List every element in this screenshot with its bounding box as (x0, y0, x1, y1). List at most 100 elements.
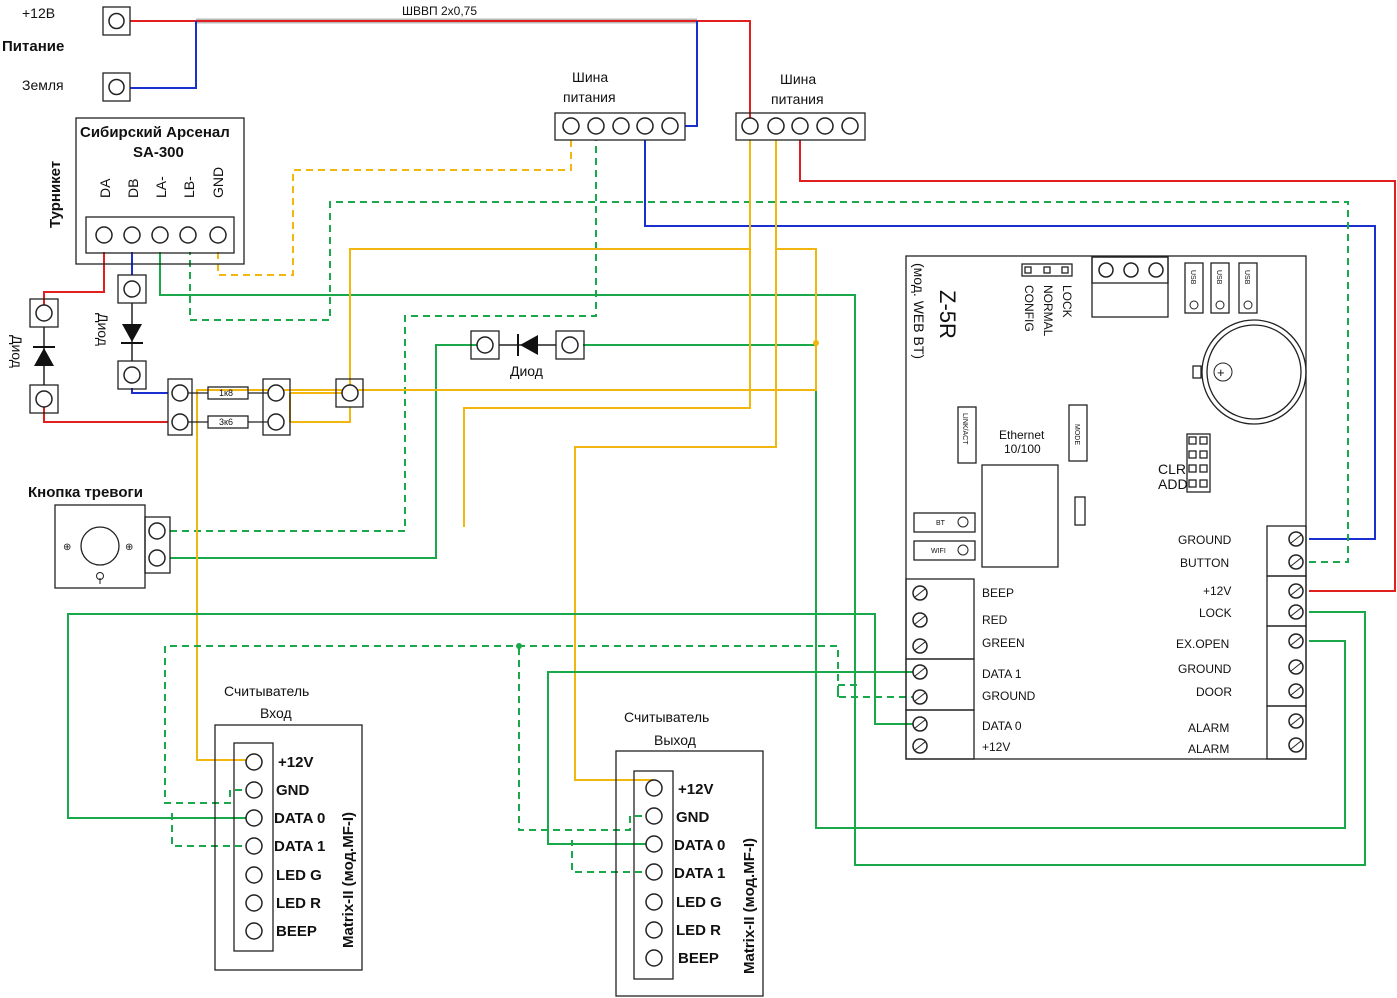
wire-db-b (131, 388, 168, 394)
busbar-right-body (735, 112, 866, 141)
wifi-label: WIFI (931, 548, 946, 555)
wire-out-data0 (547, 671, 920, 845)
term-ground-r1: GROUND (1178, 533, 1232, 547)
busbar-left-label-1: Шина (572, 69, 608, 85)
pin-la: LA- (153, 176, 169, 198)
pin-db: DB (125, 179, 141, 198)
controller-model: (мод. WEB BT) (911, 263, 927, 359)
wire-res-bottom (290, 407, 351, 423)
reader-in-pin-gnd: GND (276, 782, 310, 799)
wire-reader-out-12v (574, 140, 777, 781)
ethernet-port (981, 464, 1059, 568)
term-green: GREEN (982, 636, 1025, 650)
term-lock: LOCK (1199, 606, 1232, 620)
wire-reader-in-12v (776, 248, 817, 343)
link-label: LINK/ACT (961, 413, 968, 445)
reader-out-title-1: Считыватель (624, 709, 709, 725)
term-alarm-2: ALARM (1188, 742, 1229, 756)
power-terminals: +12В Питание Земля ШВВП 2х0,75 (2, 4, 477, 102)
reader-out-model: Matrix-II (мод.MF-I) (741, 838, 758, 974)
wire-da-b (43, 406, 168, 423)
wire-in-data0 (67, 613, 920, 819)
svg-text:⊕: ⊕ (125, 542, 133, 553)
wire-out-data1 (571, 840, 654, 873)
cable-label: ШВВП 2х0,75 (402, 4, 477, 18)
reader-out-body (615, 750, 764, 997)
mode-label: MODE (1073, 424, 1080, 445)
svg-text:+: + (1217, 365, 1225, 380)
wire-turnstile-gnd (217, 140, 572, 276)
term-alarm-1: ALARM (1188, 721, 1229, 735)
turnstile-title-2: SA-300 (133, 144, 184, 161)
plus12-screw (108, 12, 125, 30)
wire-exopen (583, 344, 1346, 829)
wire-plus12 (130, 20, 751, 126)
diode-left: Диод (9, 298, 59, 414)
wire-res-top (290, 248, 750, 394)
term-beep: BEEP (982, 586, 1014, 600)
reader-in-model: Matrix-II (мод.MF-I) (340, 812, 357, 948)
wire-ctrl-ground (644, 140, 1376, 540)
term-data1: DATA 1 (982, 667, 1022, 681)
right-screws (1288, 531, 1304, 753)
turnstile: Сибирский Арсенал SA-300 Турникет DA DB … (47, 117, 245, 265)
wires (43, 18, 1396, 873)
reader-out-pin-data0: DATA 0 (674, 837, 725, 854)
term-ground-r2: GROUND (1178, 662, 1232, 676)
reader-in-pin-ledg: LED G (276, 867, 322, 884)
controller-body (905, 255, 1307, 760)
term-12v-r: +12V (1203, 584, 1231, 598)
reader-in-pin-ledr: LED R (276, 895, 321, 912)
term-data0: DATA 0 (982, 719, 1022, 733)
usb-2: USB (1215, 270, 1222, 285)
term-button: BUTTON (1180, 556, 1229, 570)
reader-in-pin-12v: +12V (278, 754, 313, 771)
ethernet-label: Ethernet (999, 428, 1045, 442)
reader-out-pin-ledr: LED R (676, 922, 721, 939)
wire-reader-in-12v-b (196, 345, 817, 761)
busbar-right: Шина питания (735, 71, 866, 141)
reader-in: Считыватель Вход +12V GND DATA 0 DATA 1 … (214, 683, 363, 971)
junction-dot-yellow (813, 340, 819, 346)
power-section-label: Питание (2, 38, 64, 55)
wire-out-gnd (518, 646, 654, 831)
wire-alarm-diode (170, 344, 485, 559)
busbar-left: Шина питания (554, 69, 686, 141)
ground-terminal (102, 72, 131, 102)
reader-in-pin-data0: DATA 0 (274, 810, 325, 827)
pin-lb: LB- (181, 176, 197, 198)
wire-da (43, 252, 105, 313)
svg-text:⊕: ⊕ (63, 542, 71, 553)
term-ground-l: GROUND (982, 689, 1036, 703)
reader-out-pin-ledg: LED G (676, 894, 722, 911)
wire-out-ctrl-gnd (837, 684, 860, 697)
diode-left-label: Диод (9, 335, 25, 368)
controller-name: Z-5R (935, 290, 960, 339)
wire-lock (159, 252, 1366, 866)
reader-out: Считыватель Выход +12V GND DATA 0 DATA 1… (615, 709, 764, 997)
turnstile-side-label: Турникет (47, 161, 64, 228)
pin-gnd: GND (210, 167, 226, 198)
term-12v-l: +12V (982, 740, 1010, 754)
reader-out-pin-data1: DATA 1 (674, 865, 725, 882)
diode-center: Диод (470, 330, 585, 379)
wire-diode-junction (463, 140, 751, 527)
term-exopen: EX.OPEN (1176, 637, 1229, 651)
wire-ctrl-button (189, 201, 1349, 563)
ground-label: Земля (22, 77, 64, 93)
diode-center-label: Диод (510, 363, 543, 379)
reader-out-pin-gnd: GND (676, 809, 710, 826)
battery-icon (1201, 319, 1307, 425)
diode-middle-label: Диод (95, 313, 111, 346)
busbar-right-label-2: питания (771, 91, 824, 107)
reader-in-title-1: Считыватель (224, 683, 309, 699)
term-door: DOOR (1196, 685, 1232, 699)
wire-ground (130, 21, 197, 89)
alarm-button: Кнопка тревоги ⊕ ⊕ (28, 484, 171, 589)
jumper-normal: NORMAL (1041, 285, 1055, 337)
jumper-lock: LOCK (1060, 285, 1074, 318)
reader-in-pin-beep: BEEP (276, 923, 317, 940)
turnstile-terminal-block (85, 216, 235, 254)
diode-middle: Диод (95, 274, 147, 390)
